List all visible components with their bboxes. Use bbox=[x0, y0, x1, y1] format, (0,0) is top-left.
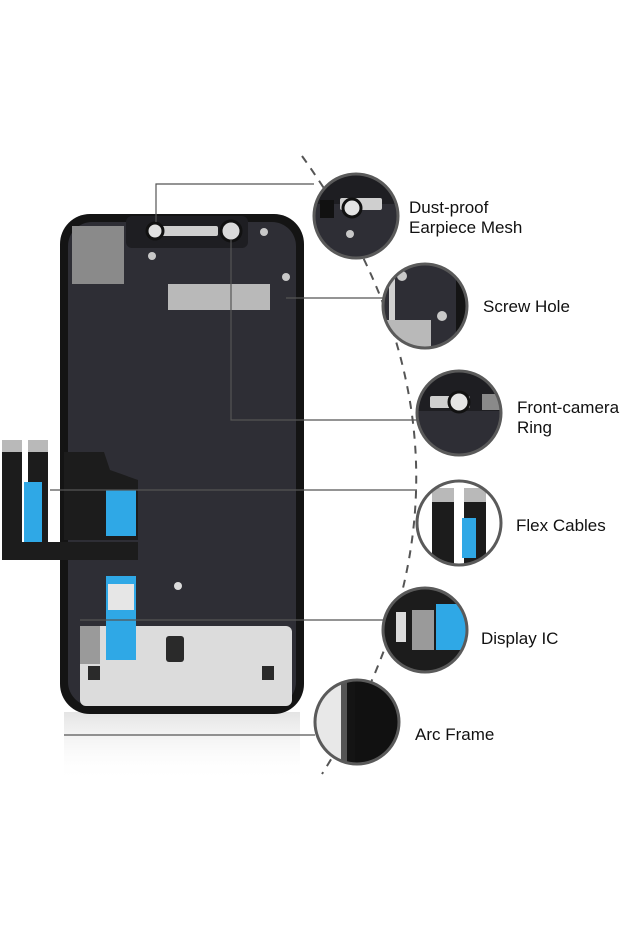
label-flex-cables: Flex Cables bbox=[516, 516, 606, 536]
earpiece-ring bbox=[145, 221, 165, 241]
label-line: Arc Frame bbox=[415, 725, 495, 744]
label-display-ic: Display IC bbox=[481, 629, 558, 649]
earpiece-mesh bbox=[160, 226, 218, 236]
label-line: Front-camera bbox=[517, 398, 620, 417]
screw bbox=[148, 252, 156, 260]
center-screw bbox=[174, 582, 182, 590]
label-line: Flex Cables bbox=[516, 516, 606, 535]
label-line: Screw Hole bbox=[483, 297, 570, 316]
label-front-camera-ring: Front-camera Ring bbox=[517, 398, 619, 438]
flex-cable-connector bbox=[2, 440, 22, 452]
label-line: Display IC bbox=[481, 629, 559, 648]
top-left-shield bbox=[72, 226, 124, 284]
callout-lines bbox=[50, 183, 417, 736]
callout-line-camera bbox=[230, 240, 417, 421]
zoom-arc-frame bbox=[313, 678, 401, 766]
flex-ic-chip bbox=[80, 626, 100, 664]
label-arc-frame: Arc Frame bbox=[415, 725, 494, 745]
front-camera-lens bbox=[219, 219, 243, 243]
zoom-earpiece-mesh bbox=[312, 172, 400, 260]
flex-ic-chip bbox=[108, 584, 134, 610]
zoom-display-ic bbox=[381, 586, 469, 674]
flex-cable-bridge bbox=[2, 542, 138, 560]
label-line: Ring bbox=[517, 418, 552, 437]
bracket bbox=[262, 666, 274, 680]
phone-display-assembly bbox=[2, 214, 304, 714]
flex-cable-left bbox=[2, 448, 22, 546]
zoom-flex-cables bbox=[415, 479, 503, 567]
label-screw-hole: Screw Hole bbox=[483, 297, 570, 317]
zoom-front-camera-ring bbox=[415, 369, 503, 457]
flex-cable-connector bbox=[28, 440, 48, 452]
screw bbox=[260, 228, 268, 236]
flex-ic-blue-upper bbox=[106, 490, 136, 536]
callout-line-earpiece bbox=[155, 183, 314, 222]
screw-hole bbox=[282, 273, 290, 281]
label-earpiece-mesh: Dust-proof Earpiece Mesh bbox=[409, 198, 522, 238]
zoom-screw-hole bbox=[381, 262, 469, 350]
bracket bbox=[88, 666, 100, 680]
phone-reflection bbox=[64, 712, 300, 782]
label-line: Dust-proof bbox=[409, 198, 489, 217]
home-cutout bbox=[166, 636, 184, 662]
shield-label bbox=[168, 284, 270, 310]
flex-cable-blue-strip bbox=[24, 482, 42, 542]
label-line: Earpiece Mesh bbox=[409, 218, 523, 237]
